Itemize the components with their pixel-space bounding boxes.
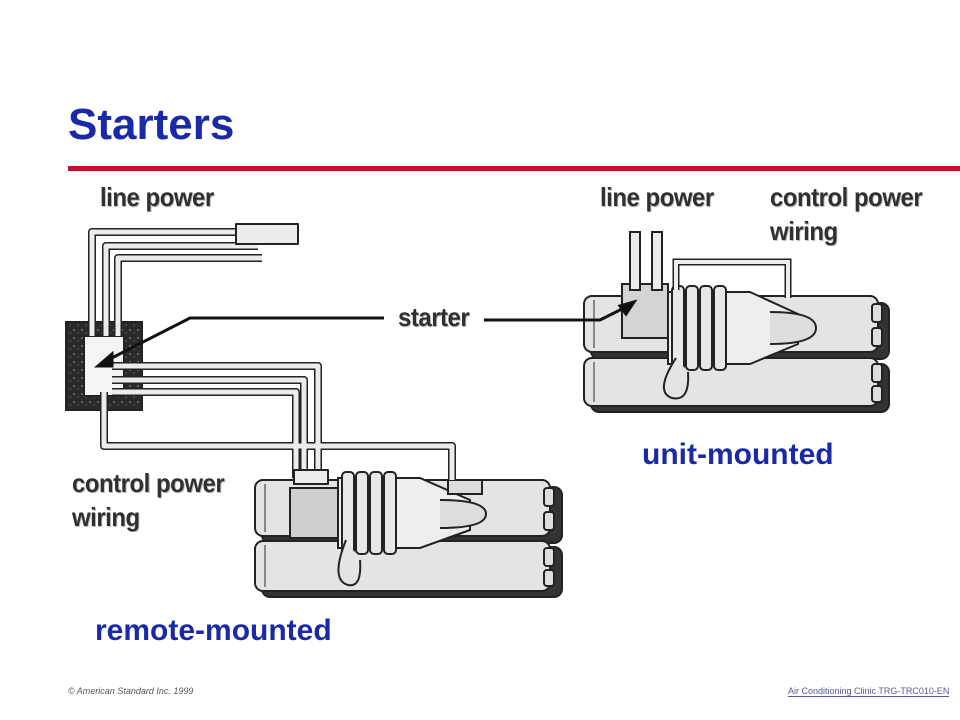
title-divider — [68, 166, 960, 171]
unit-control-power-label: control power wiring — [770, 182, 923, 246]
unit-line-power-label: line power — [600, 182, 714, 212]
course-footer-link[interactable]: Air Conditioning Clinic TRG-TRC010-EN — [788, 686, 950, 697]
starter-leader-lines — [93, 299, 638, 368]
remote-chiller — [254, 471, 563, 598]
copyright-footer: © American Standard Inc. 1999 — [68, 686, 194, 696]
slide-title: Starters — [68, 100, 235, 149]
starter-label: starter — [398, 302, 470, 332]
unit-mounted-caption: unit-mounted — [642, 438, 834, 471]
remote-mounted-caption: remote-mounted — [95, 614, 332, 647]
remote-control-power-label: control power wiring — [72, 468, 225, 532]
unit-chiller — [583, 231, 890, 413]
remote-line-power-label: line power — [100, 182, 214, 212]
remote-conduits — [88, 223, 456, 485]
